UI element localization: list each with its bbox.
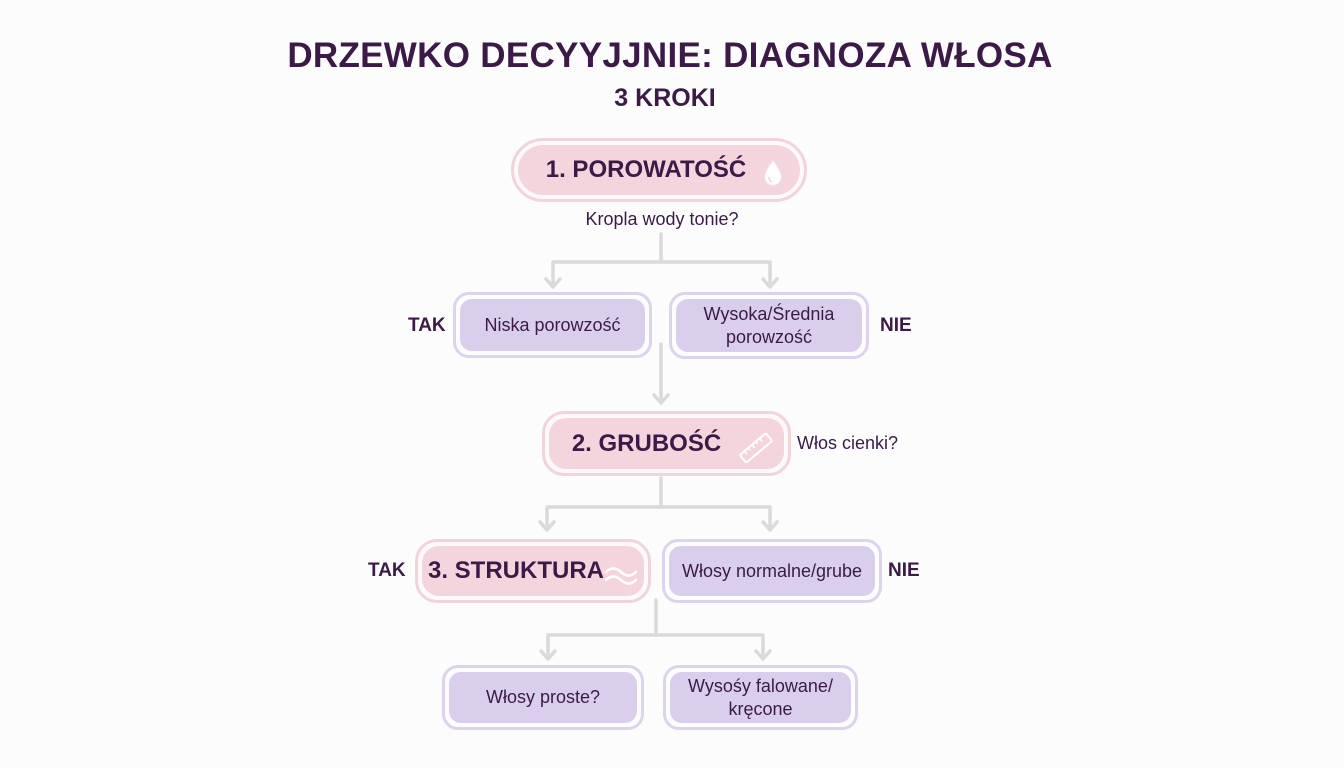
step3-label: 3. STRUKTURA — [427, 557, 604, 584]
step1-label: 1. POROWATOŚĆ — [545, 156, 747, 183]
page-title: DRZEWKO DECYYJJNIE: DIAGNOZA WŁOSA — [287, 36, 1053, 75]
ruler-icon — [739, 432, 773, 464]
wave-icon — [604, 567, 638, 585]
step1-no-label: NIE — [880, 315, 912, 336]
step1-yes-result: Niska porowzość — [453, 292, 652, 358]
step3-node: 3. STRUKTURA — [415, 539, 651, 603]
page-subtitle: 3 KROKI — [614, 84, 716, 112]
step1-no-result-line1: Wysoka/Średnia — [703, 303, 835, 324]
step3-result-right-line2: kręcone — [728, 698, 793, 719]
step1-no-result: Wysoka/Średnia porowzość — [669, 292, 869, 359]
step3-result-right-line1: Wysośy falowane/ — [688, 675, 833, 696]
step2-no-label: NIE — [888, 560, 920, 581]
step1-node: 1. POROWATOŚĆ — [511, 138, 807, 202]
step2-question: Włos cienki? — [797, 433, 899, 453]
step2-label: 2. GRUBOŚĆ — [571, 429, 722, 457]
step3-result-right: Wysośy falowane/ kręcone — [663, 665, 858, 730]
step1-yes-result-text: Niska porowzość — [460, 299, 645, 351]
step3-result-left: Włosy proste? — [442, 665, 644, 730]
step1-yes-label: TAK — [408, 315, 446, 336]
step1-no-result-line2: porowzość — [725, 326, 813, 347]
step2-yes-label: TAK — [368, 560, 406, 581]
step3-result-left-text: Włosy proste? — [449, 672, 637, 723]
step2-no-result: Włosy normalne/grube — [662, 539, 882, 603]
step1-question: Kropla wody tonie? — [585, 209, 739, 229]
water-drop-icon — [764, 160, 782, 186]
step2-no-result-text: Włosy normalne/grube — [669, 546, 875, 596]
step2-node: 2. GRUBOŚĆ — [542, 411, 791, 476]
